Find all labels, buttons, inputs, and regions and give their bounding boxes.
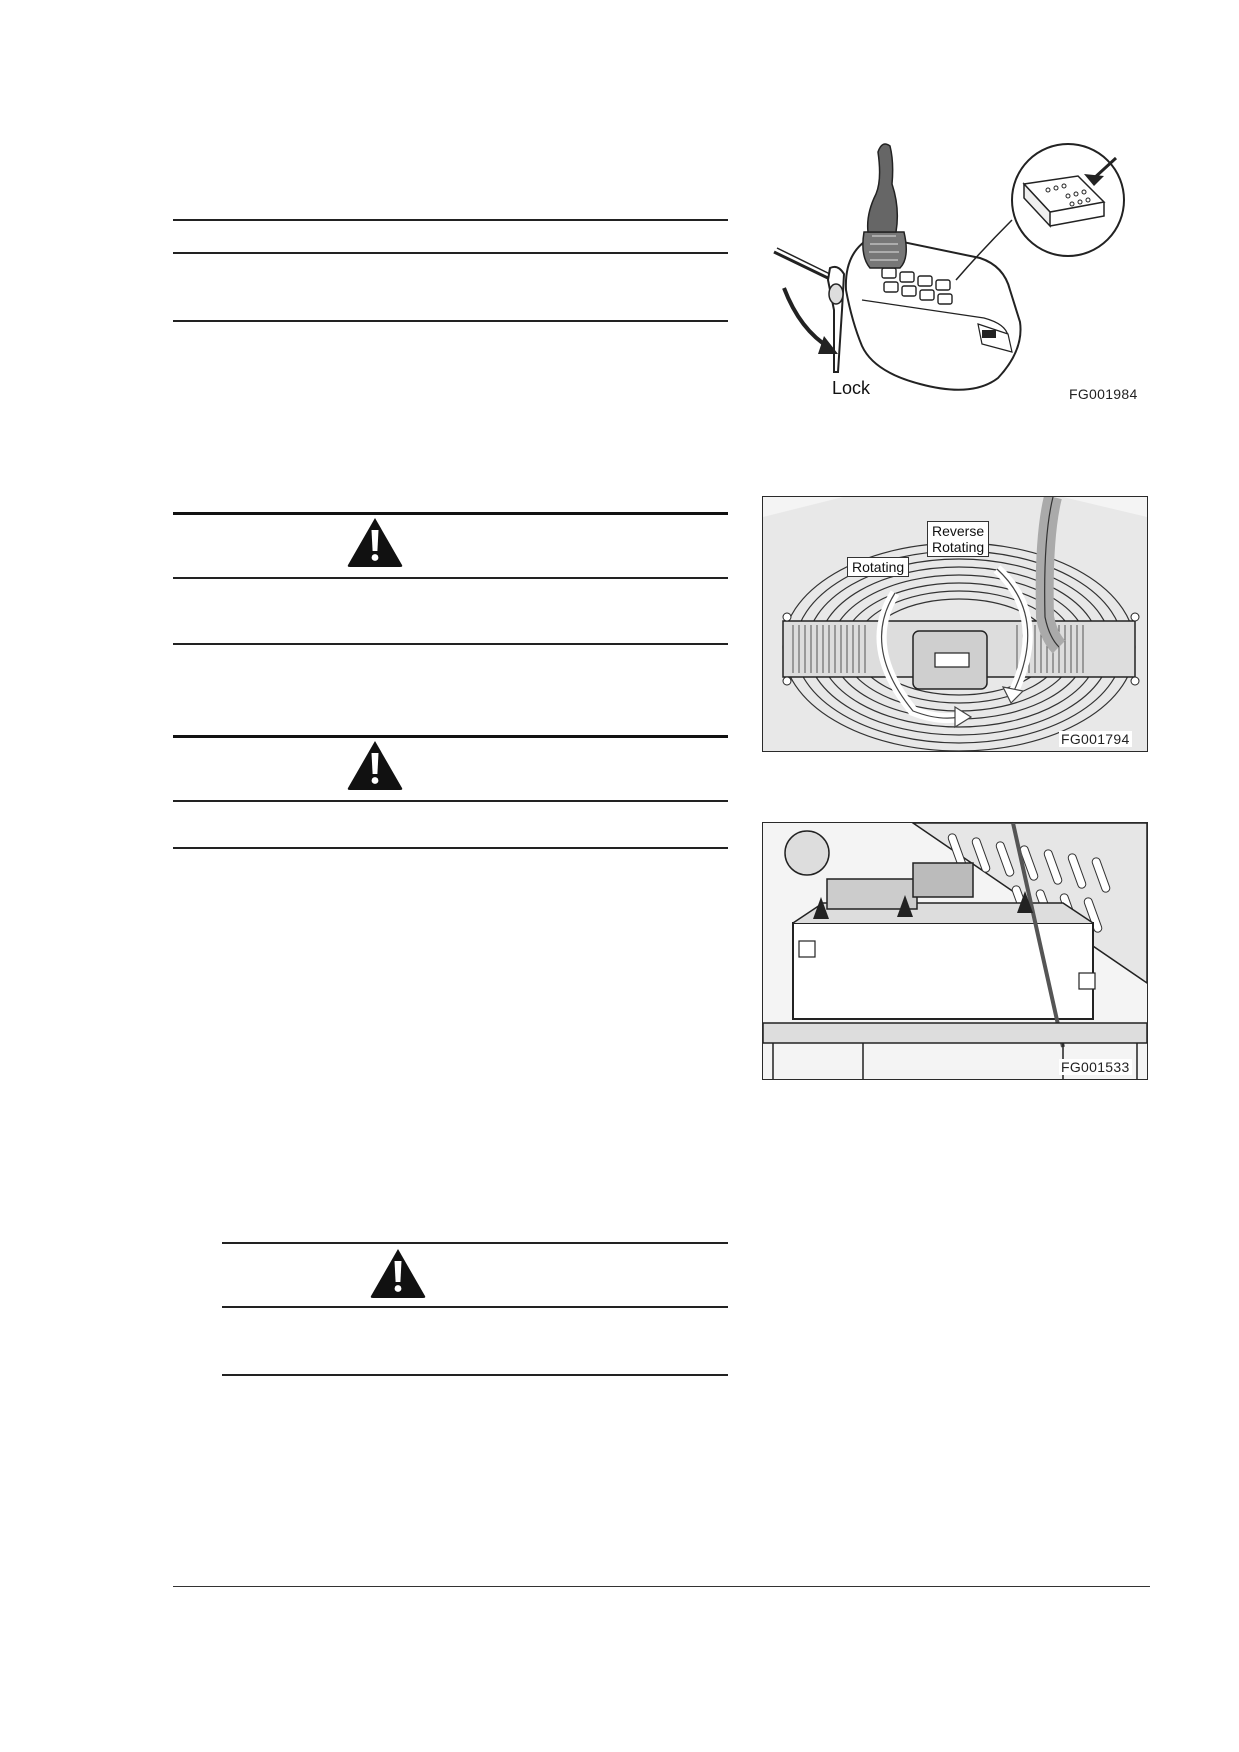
footer-rule <box>173 1586 1150 1587</box>
warning-3-top-rule <box>222 1242 728 1244</box>
rule-top-3 <box>173 320 728 322</box>
reverse-label-line1: Reverse <box>932 523 985 539</box>
warning-1-bottom-rule <box>173 643 728 645</box>
warning-1-mid-rule <box>173 577 728 579</box>
warning-2-top-rule <box>173 735 728 738</box>
warning-triangle-icon <box>368 1246 428 1300</box>
warning-triangle-icon <box>345 738 405 792</box>
figure-id-fg001794: FG001794 <box>1059 731 1132 747</box>
figure-id-fg001984: FG001984 <box>1067 386 1140 402</box>
lock-label: Lock <box>832 378 871 398</box>
rule-top-1 <box>173 219 728 221</box>
warning-2-bottom-rule <box>173 847 728 849</box>
rotating-label: Rotating <box>847 557 910 577</box>
warning-2-mid-rule <box>173 800 728 802</box>
figure-joystick-lock: Lock FG001984 <box>772 140 1144 408</box>
rule-top-2 <box>173 252 728 254</box>
figure-id-fg001533: FG001533 <box>1059 1059 1132 1075</box>
reverse-label-line2: Rotating <box>932 539 985 555</box>
figure-engine-compartment: FG001533 <box>762 822 1148 1080</box>
warning-3-bottom-rule <box>222 1374 728 1376</box>
joystick-lever-illustration <box>773 143 1125 391</box>
warning-1-top-rule <box>173 512 728 515</box>
engine-compartment-illustration <box>763 823 1147 1079</box>
warning-3-mid-rule <box>222 1306 728 1308</box>
reverse-rotating-label: Reverse Rotating <box>927 521 990 557</box>
warning-triangle-icon <box>345 515 405 569</box>
figure-fan-rotation: Rotating Reverse Rotating FG001794 <box>762 496 1148 752</box>
